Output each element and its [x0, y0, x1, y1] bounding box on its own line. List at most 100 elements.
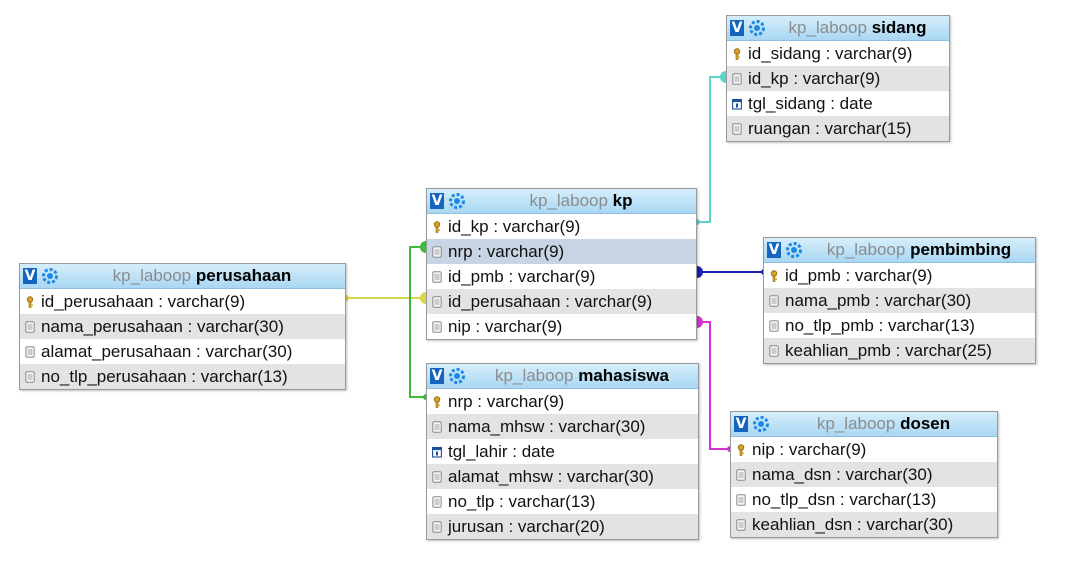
key-icon [433, 395, 441, 408]
column-row[interactable]: no_tlp : varchar(13) [427, 489, 698, 514]
link-kp-sidang [697, 76, 726, 223]
column-row[interactable]: tgl_lahir : date [427, 439, 698, 464]
gear-icon[interactable] [785, 241, 803, 259]
column-row[interactable]: nip : varchar(9) [731, 437, 997, 462]
table-title: kp_laboop dosen [816, 414, 951, 433]
column-icon [732, 122, 742, 135]
table-pembimbing[interactable]: V kp_laboop pembimbing id_pmb : varchar(… [763, 237, 1036, 364]
table-title: kp_laboop mahasiswa [495, 366, 669, 385]
column-row[interactable]: id_sidang : varchar(9) [727, 41, 949, 66]
column-label: id_kp : varchar(9) [748, 68, 881, 88]
column-icon [769, 344, 779, 357]
key-icon [733, 47, 741, 60]
column-icon [736, 518, 746, 531]
link-endpoint [697, 266, 703, 278]
toggle-v-icon[interactable]: V [730, 20, 744, 36]
column-label: id_perusahaan : varchar(9) [41, 291, 246, 311]
column-row[interactable]: id_pmb : varchar(9) [427, 264, 696, 289]
column-label: nama_dsn : varchar(30) [752, 464, 933, 484]
table-dosen[interactable]: V kp_laboop dosen nip : varchar(9) nama_d… [730, 411, 998, 538]
column-label: nip : varchar(9) [448, 316, 563, 336]
column-row[interactable]: no_tlp_perusahaan : varchar(13) [20, 364, 345, 389]
toggle-v-icon[interactable]: V [430, 193, 444, 209]
column-label: tgl_sidang : date [748, 93, 873, 113]
table-header[interactable]: V kp_laboop perusahaan [20, 264, 345, 289]
column-label: no_tlp_perusahaan : varchar(13) [41, 366, 288, 386]
table-header[interactable]: V kp_laboop kp [427, 189, 696, 214]
column-label: nama_perusahaan : varchar(30) [41, 316, 284, 336]
column-row[interactable]: nama_mhsw : varchar(30) [427, 414, 698, 439]
column-row[interactable]: id_pmb : varchar(9) [764, 263, 1035, 288]
column-label: alamat_perusahaan : varchar(30) [41, 341, 293, 361]
column-label: tgl_lahir : date [448, 441, 555, 461]
table-title: kp_laboop pembimbing [826, 240, 1012, 259]
toggle-v-icon[interactable]: V [23, 268, 37, 284]
table-title: kp_laboop perusahaan [112, 266, 292, 285]
column-label: no_tlp_dsn : varchar(13) [752, 489, 937, 509]
toggle-v-icon[interactable]: V [430, 368, 444, 384]
column-label: id_sidang : varchar(9) [748, 43, 913, 63]
table-header[interactable]: V kp_laboop dosen [731, 412, 997, 437]
column-icon [432, 295, 442, 308]
column-row[interactable]: id_perusahaan : varchar(9) [20, 289, 345, 314]
gear-icon[interactable] [448, 367, 466, 385]
gear-icon[interactable] [448, 192, 466, 210]
link-endpoint [697, 316, 703, 328]
column-label: nrp : varchar(9) [448, 391, 565, 411]
column-row[interactable]: nrp : varchar(9) [427, 239, 696, 264]
column-label: nama_pmb : varchar(30) [785, 290, 972, 310]
column-row[interactable]: nama_perusahaan : varchar(30) [20, 314, 345, 339]
table-sidang[interactable]: V kp_laboop sidang id_sidang : varchar(9… [726, 15, 950, 142]
toggle-v-icon[interactable]: V [767, 242, 781, 258]
column-icon [732, 72, 742, 85]
column-row[interactable]: id_kp : varchar(9) [727, 66, 949, 91]
gear-icon[interactable] [41, 267, 59, 285]
column-row[interactable]: nama_pmb : varchar(30) [764, 288, 1035, 313]
toggle-v-icon[interactable]: V [734, 416, 748, 432]
column-row[interactable]: no_tlp_dsn : varchar(13) [731, 487, 997, 512]
column-icon [432, 320, 442, 333]
column-label: keahlian_dsn : varchar(30) [752, 514, 954, 534]
column-label: no_tlp_pmb : varchar(13) [785, 315, 975, 335]
table-header[interactable]: V kp_laboop pembimbing [764, 238, 1035, 263]
table-header[interactable]: V kp_laboop sidang [727, 16, 949, 41]
column-row[interactable]: nip : varchar(9) [427, 314, 696, 339]
gear-icon[interactable] [748, 19, 766, 37]
table-mahasiswa[interactable]: V kp_laboop mahasiswa nrp : varchar(9) na… [426, 363, 699, 540]
column-row[interactable]: ruangan : varchar(15) [727, 116, 949, 141]
column-row[interactable]: id_perusahaan : varchar(9) [427, 289, 696, 314]
table-perusahaan[interactable]: V kp_laboop perusahaan id_perusahaan : v… [19, 263, 346, 390]
table-kp[interactable]: V kp_laboop kp id_kp : varchar(9) nrp : v… [426, 188, 697, 340]
column-icon [769, 294, 779, 307]
column-row[interactable]: tgl_sidang : date [727, 91, 949, 116]
column-row[interactable]: no_tlp_pmb : varchar(13) [764, 313, 1035, 338]
column-icon [432, 420, 442, 433]
column-row[interactable]: keahlian_pmb : varchar(25) [764, 338, 1035, 363]
column-row[interactable]: id_kp : varchar(9) [427, 214, 696, 239]
key-icon [433, 220, 441, 233]
column-row[interactable]: keahlian_dsn : varchar(30) [731, 512, 997, 537]
key-icon [770, 269, 778, 282]
table-header[interactable]: V kp_laboop mahasiswa [427, 364, 698, 389]
column-icon [25, 370, 35, 383]
column-row[interactable]: nrp : varchar(9) [427, 389, 698, 414]
date-icon [432, 446, 442, 458]
column-label: nama_mhsw : varchar(30) [448, 416, 646, 436]
table-title: kp_laboop sidang [788, 18, 927, 37]
column-row[interactable]: jurusan : varchar(20) [427, 514, 698, 539]
column-label: nip : varchar(9) [752, 439, 867, 459]
column-label: id_perusahaan : varchar(9) [448, 291, 653, 311]
column-row[interactable]: alamat_perusahaan : varchar(30) [20, 339, 345, 364]
column-label: alamat_mhsw : varchar(30) [448, 466, 654, 486]
link-kp-dosen [697, 321, 730, 450]
date-icon [732, 98, 742, 110]
column-label: id_kp : varchar(9) [448, 216, 581, 236]
column-label: id_pmb : varchar(9) [448, 266, 596, 286]
key-icon [737, 443, 745, 456]
column-icon [432, 495, 442, 508]
gear-icon[interactable] [752, 415, 770, 433]
column-row[interactable]: alamat_mhsw : varchar(30) [427, 464, 698, 489]
column-row[interactable]: nama_dsn : varchar(30) [731, 462, 997, 487]
column-label: ruangan : varchar(15) [748, 118, 912, 138]
